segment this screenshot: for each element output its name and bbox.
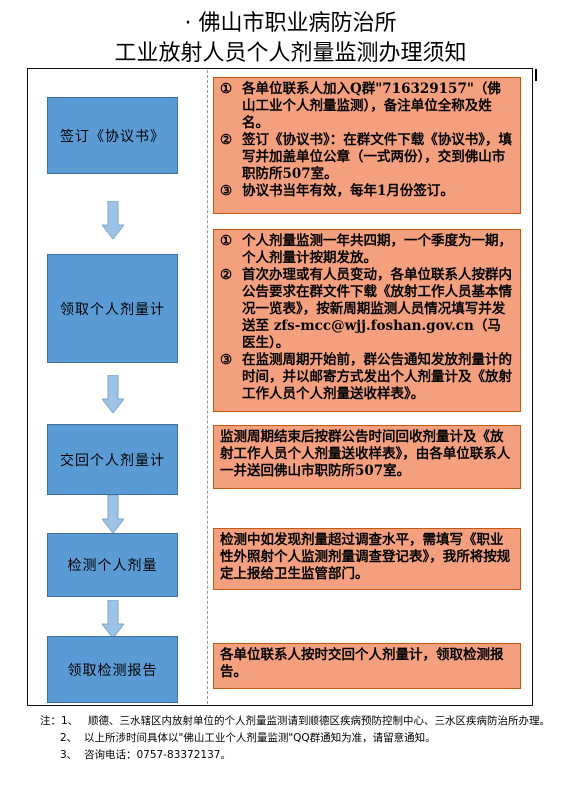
step-return-dosimeter: 交回个人剂量计: [47, 424, 178, 495]
document-title: 工业放射人员个人剂量监测办理须知: [114, 41, 467, 66]
list-item: ① 个人剂量监测一年共四期，一个季度为一期，个人剂量计按期发放。: [220, 233, 512, 266]
divider-line: [207, 70, 209, 704]
box-sign-agreement-info: ① 各单位联系人加入Q群"716329157"（佛山工业个人剂量监测），备注单位…: [213, 77, 521, 214]
box-return-dosimeter-info: 监测周期结束后按群公告时间回收剂量计及《放射工作人员个人剂量送收样表》，由各单位…: [213, 425, 521, 489]
step-get-report: 领取检测报告: [47, 636, 178, 703]
note-item: 注：1、 顺德、三水辖区内放射单位的个人剂量监测请到顺德区疾病预防控制中心、三水…: [40, 715, 550, 727]
flowchart-frame: [27, 68, 533, 706]
organization-title: · 佛山市职业病防治所: [184, 11, 397, 36]
footnotes: 注：1、 顺德、三水辖区内放射单位的个人剂量监测请到顺德区疾病预防控制中心、三水…: [40, 713, 570, 764]
note-item: 2、 以上所涉时间具体以"佛山工业个人剂量监测"QQ群通知为准，请留意通知。: [60, 732, 436, 744]
step-sign-agreement: 签订《协议书》: [47, 97, 178, 174]
step-detect-dose: 检测个人剂量: [47, 533, 178, 597]
arrow-down-icon: [102, 600, 124, 638]
arrow-down-icon: [102, 375, 124, 413]
list-item: ③ 在监测周期开始前，群公告通知发放剂量计的时间，并以邮寄方式发出个人剂量计及《…: [220, 352, 512, 402]
list-item: ② 签订《协议书》：在群文件下载《协议书》，填写并加盖单位公章（一式两份），交到…: [220, 132, 512, 182]
box-receive-dosimeter-info: ① 个人剂量监测一年共四期，一个季度为一期，个人剂量计按期发放。 ② 首次办理或…: [213, 229, 521, 412]
box-detect-dose-info: 检测中如发现剂量超过调查水平，需填写《职业性外照射个人监测剂量调查登记表》，我所…: [213, 528, 521, 590]
box-get-report-info: 各单位联系人按时交回个人剂量计，领取检测报告。: [213, 643, 521, 689]
step-receive-dosimeter: 领取个人剂量计: [47, 254, 178, 363]
list-item: ③ 协议书当年有效，每年1月份签订。: [220, 183, 454, 199]
arrow-down-icon: [102, 495, 124, 533]
list-item: ① 各单位联系人加入Q群"716329157"（佛山工业个人剂量监测），备注单位…: [220, 81, 501, 131]
list-item: ② 首次办理或有人员变动，各单位联系人按群内公告要求在群文件下载《放射工作人员基…: [220, 267, 512, 351]
frame-corner-mark: [535, 69, 537, 81]
note-item: 3、 咨询电话：0757-83372137。: [60, 749, 231, 761]
arrow-down-icon: [102, 201, 124, 239]
